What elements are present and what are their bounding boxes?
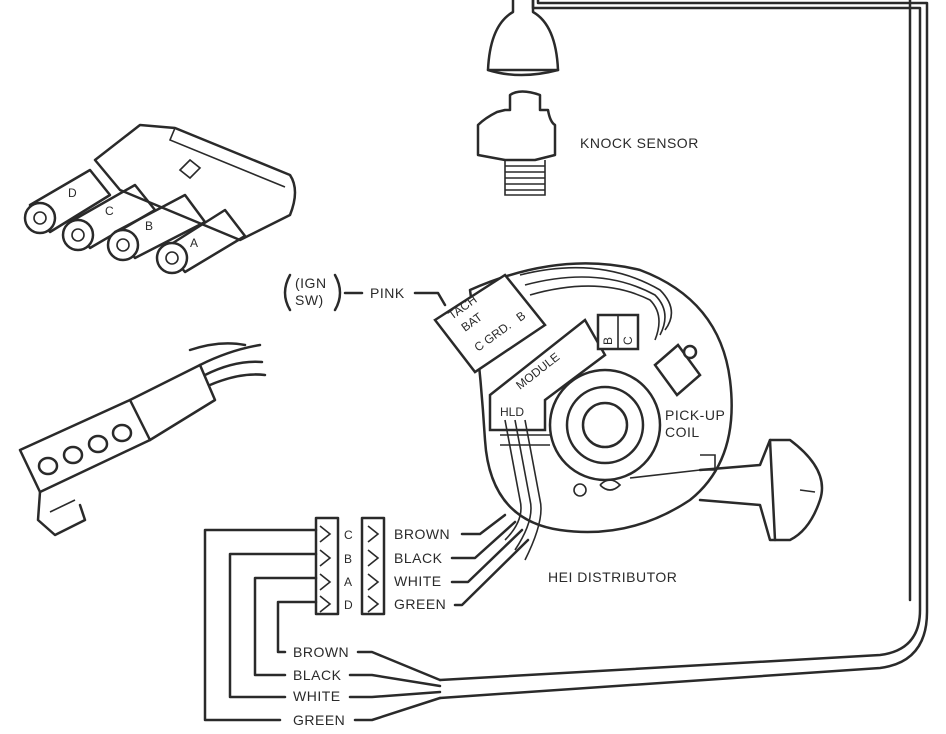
connector-letter: D (344, 598, 353, 612)
distributor-wire-label: WHITE (394, 573, 442, 589)
harness-wire-label: BLACK (293, 667, 342, 683)
connector-letter: C (344, 528, 353, 542)
harness-wire-label: GREEN (293, 712, 345, 728)
knock-sensor (476, 90, 557, 196)
harness-wire-label: BROWN (293, 644, 349, 660)
pickup-label-line1: PICK-UP (665, 407, 725, 423)
plug-pin-label: A (190, 236, 198, 250)
plug-pin-label: C (105, 204, 114, 218)
connector-letter: B (344, 552, 352, 566)
pink-wire-label: PINK (370, 285, 405, 301)
plug-pin-d (23, 168, 112, 235)
knock-sensor-connector (486, 0, 560, 77)
harness-wires: BROWN BLACK WHITE GREEN (203, 528, 442, 728)
harness-wire-label: WHITE (293, 688, 341, 704)
plug-pin-label: B (145, 219, 153, 233)
hei-distributor-label: HEI DISTRIBUTOR (548, 569, 677, 585)
wire-connector-block: C B A D (314, 516, 386, 616)
four-pin-plug: D C B A (23, 123, 297, 275)
distributor-wires: BROWN BLACK WHITE GREEN (394, 513, 530, 612)
hei-distributor: TACH BAT C GRD. B MODULE HLD B C PICK-UP… (433, 262, 824, 561)
bc-c-label: C (621, 336, 635, 345)
plug-pin-b (106, 193, 207, 262)
distributor-wire-label: BLACK (394, 550, 443, 566)
hld-label: HLD (500, 405, 524, 419)
plug-pin-label: D (68, 186, 77, 200)
mating-connector (18, 342, 267, 537)
connector-letter: A (344, 575, 352, 589)
knock-sensor-label: KNOCK SENSOR (580, 135, 699, 151)
distributor-wire-label: GREEN (394, 596, 446, 612)
ignition-switch-callout: (IGN SW) PINK (283, 273, 447, 312)
distributor-wire-label: BROWN (394, 526, 450, 542)
ign-label-line2: SW) (295, 292, 324, 308)
ign-label-line1: (IGN (295, 275, 327, 291)
bc-b-label: B (601, 337, 615, 345)
plug-pin-a (155, 208, 247, 275)
pickup-label-line2: COIL (665, 424, 700, 440)
main-harness-loop (438, 0, 929, 700)
